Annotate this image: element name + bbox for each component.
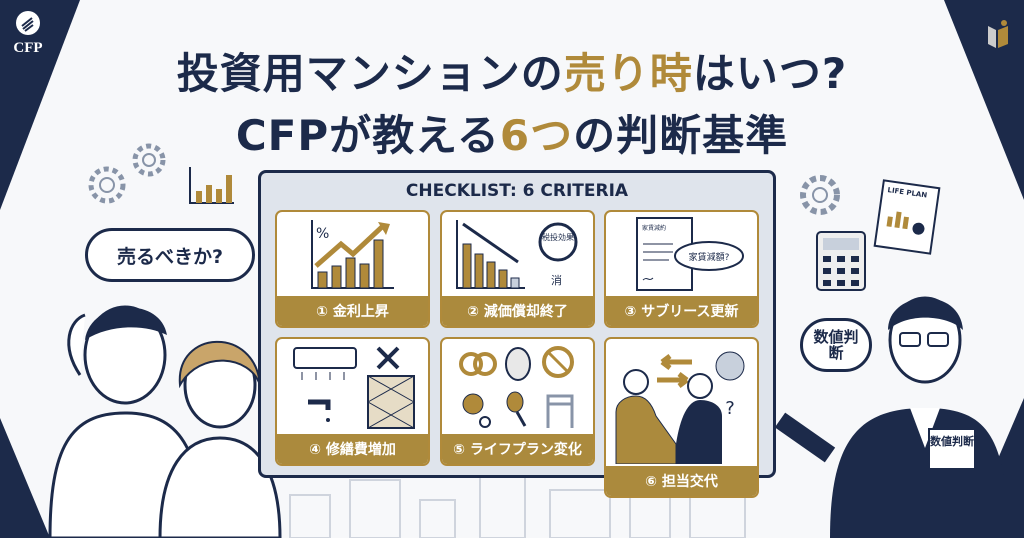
bar-chart-icon bbox=[189, 167, 234, 204]
svg-text:%: % bbox=[316, 226, 329, 242]
svg-text:家賃減約: 家賃減約 bbox=[642, 224, 666, 232]
criteria-card-depreciation: 税投効果消 ② 減価償却終了 bbox=[440, 210, 595, 328]
corner-decoration bbox=[0, 418, 50, 538]
page-title-line1: 投資用マンションの売り時はいつ? bbox=[176, 49, 848, 98]
speech-bubble-left: 売るべきか? bbox=[85, 228, 255, 282]
criteria-card-life-plan: ⑤ ライフプラン変化 bbox=[440, 337, 595, 466]
name-badge: 数値判断 bbox=[928, 428, 976, 470]
svg-text:消: 消 bbox=[551, 273, 562, 287]
criteria-card-sublease: 家賃減約家賃減額? ③ サブリース更新 bbox=[604, 210, 759, 328]
worried-couple-illustration bbox=[48, 305, 282, 538]
speech-bubble-right: 数値判断 bbox=[800, 318, 872, 372]
life-plan-document: LIFE PLAN bbox=[873, 179, 941, 255]
page-title-line2: CFPが教える6つの判断基準 bbox=[235, 111, 789, 160]
corner-decoration bbox=[0, 0, 80, 210]
rising-chart-icon: % bbox=[310, 220, 394, 289]
criteria-card-interest-rate: % ① 金利上昇 bbox=[275, 210, 430, 328]
repair-icon bbox=[292, 346, 415, 429]
svg-text:家賃減額?: 家賃減額? bbox=[688, 251, 729, 263]
brand-logo-icon bbox=[984, 18, 1014, 54]
life-events-icon bbox=[458, 345, 574, 428]
calculator-icon bbox=[816, 231, 866, 291]
svg-text:?: ? bbox=[725, 398, 735, 419]
corner-decoration bbox=[944, 0, 1024, 200]
gears-icon bbox=[88, 143, 166, 204]
cfp-logo: CFP bbox=[8, 10, 48, 57]
criteria-card-repair-cost: ④ 修繕費増加 bbox=[275, 337, 430, 466]
checklist-title: CHECKLIST: 6 CRITERIA bbox=[405, 181, 629, 201]
criteria-card-staff-change: ? ⑥ 担当交代 bbox=[604, 337, 759, 498]
gear-icon bbox=[800, 175, 840, 215]
handshake-icon: ? bbox=[615, 351, 744, 464]
cfp-advisor-illustration bbox=[774, 296, 1010, 538]
svg-text:税投効果: 税投効果 bbox=[542, 232, 574, 242]
